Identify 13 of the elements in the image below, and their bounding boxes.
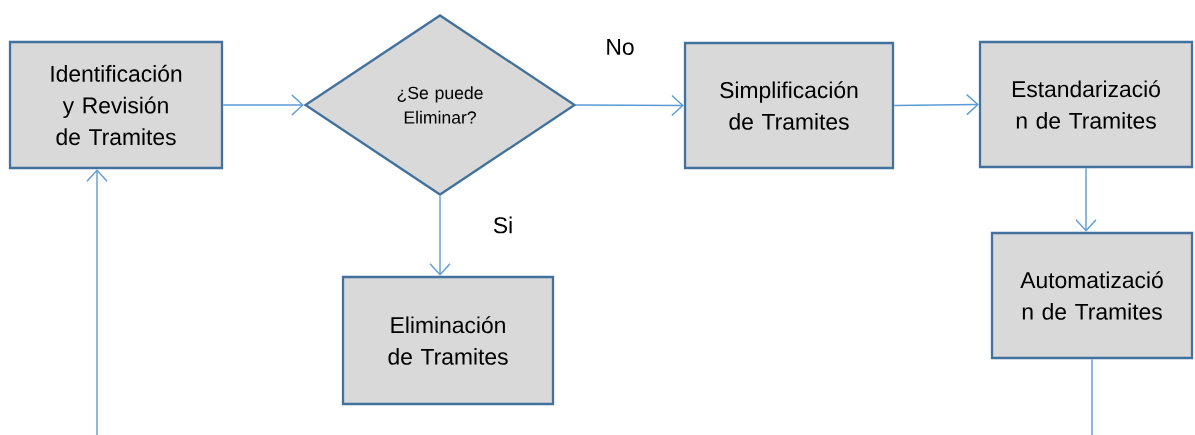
edge-label: Si: [491, 214, 515, 236]
arrow: [222, 94, 304, 116]
edge-label: No: [603, 37, 637, 57]
process-box: Identificación y Revisión de Tramites: [8, 40, 224, 170]
process-box: Simplificación de Tramites: [683, 41, 895, 170]
process-box: Automatizació n de Tramites: [990, 231, 1194, 360]
arrow: [86, 169, 108, 435]
process-box: Estandarizació n de Tramites: [978, 40, 1194, 169]
arrow: [893, 93, 979, 116]
arrow: [1075, 167, 1097, 232]
arrow: [575, 94, 684, 117]
process-box: Eliminación de Tramites: [341, 275, 555, 406]
arrow: [429, 195, 451, 276]
